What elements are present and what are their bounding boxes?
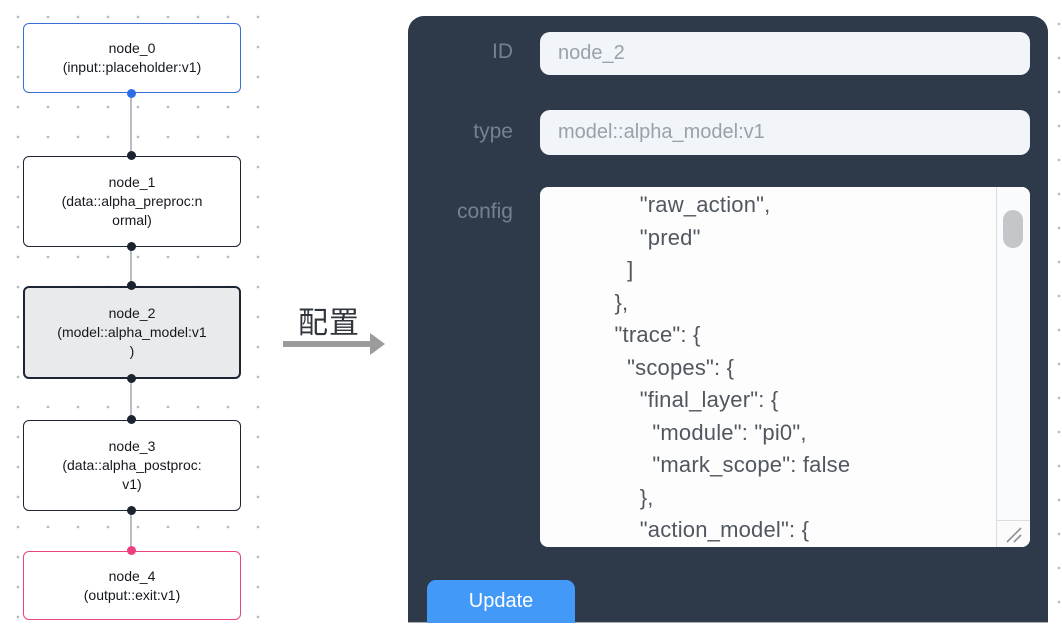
id-field-label: ID (492, 40, 513, 63)
edge-node3-node4 (130, 511, 132, 552)
handle-node0-source[interactable] (126, 89, 136, 98)
node-node_4[interactable]: node_4 (output::exit:v1) (23, 551, 241, 620)
node-title: node_3 (108, 438, 156, 454)
node-subtitle: (data::alpha_postproc: (62, 457, 202, 473)
configure-label: 配置 (298, 307, 360, 340)
flow-canvas: node_0 (input::placeholder:v1) node_1 (d… (0, 0, 266, 643)
node-node_2-selected[interactable]: node_2 (model::alpha_model:v1 ) (23, 286, 241, 379)
id-input[interactable] (540, 32, 1030, 75)
handle-node3-target[interactable] (126, 415, 136, 424)
right-arrow-head-icon (370, 333, 385, 355)
config-scrollbar-thumb[interactable] (1003, 210, 1023, 248)
node-title: node_2 (108, 305, 156, 321)
node-node_3[interactable]: node_3 (data::alpha_postproc: v1) (23, 420, 241, 511)
update-button[interactable]: Update (427, 580, 575, 623)
config-field-label: config (456, 200, 513, 223)
node-subtitle: (model::alpha_model:v1 (57, 324, 207, 340)
node-subtitle: ) (129, 343, 135, 359)
handle-node1-source[interactable] (126, 242, 136, 251)
handle-node4-target[interactable] (126, 546, 136, 555)
edge-node0-node1 (130, 94, 132, 156)
node-title: node_0 (108, 40, 156, 56)
panel-canvas: ID type config "raw_action", "pred" ] },… (390, 0, 1062, 626)
node-subtitle: v1) (122, 476, 142, 492)
right-arrow-icon (283, 341, 371, 347)
type-input[interactable] (540, 110, 1030, 155)
node-node_0[interactable]: node_0 (input::placeholder:v1) (23, 23, 241, 93)
config-textarea[interactable]: "raw_action", "pred" ] }, "trace": { "sc… (540, 187, 1030, 547)
node-title: node_1 (108, 174, 156, 190)
node-node_1[interactable]: node_1 (data::alpha_preproc:n ormal) (23, 156, 241, 247)
node-title: node_4 (108, 567, 156, 584)
config-json-text: "raw_action", "pred" ] }, "trace": { "sc… (614, 192, 851, 542)
node-config-panel: ID type config "raw_action", "pred" ] },… (408, 16, 1048, 623)
textarea-resize-handle[interactable] (996, 520, 1030, 547)
handle-node2-target[interactable] (126, 281, 136, 290)
handle-node2-source[interactable] (126, 374, 136, 383)
node-subtitle: (output::exit:v1) (83, 586, 181, 603)
type-field-label: type (473, 120, 513, 143)
handle-node3-source[interactable] (126, 506, 136, 515)
config-scrollbar[interactable] (996, 187, 1030, 520)
node-subtitle: (input::placeholder:v1) (62, 59, 202, 75)
node-subtitle: ormal) (112, 212, 152, 228)
node-subtitle: (data::alpha_preproc:n (61, 193, 203, 209)
edge-node1-node2 (130, 247, 132, 287)
edge-node2-node3 (130, 379, 132, 420)
handle-node1-target[interactable] (126, 151, 136, 160)
